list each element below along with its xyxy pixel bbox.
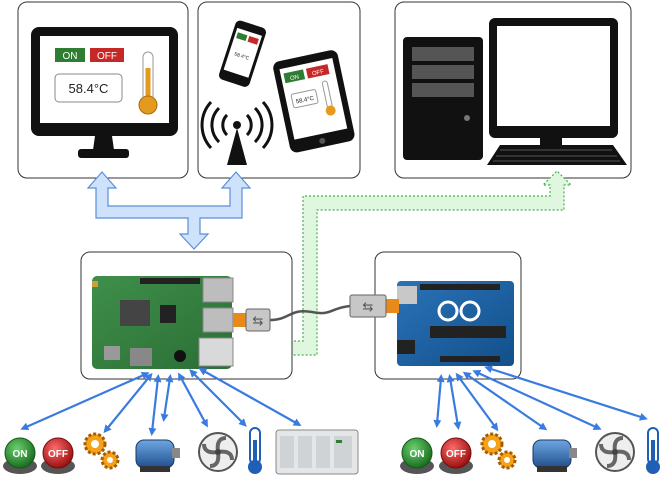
phone-temperature: 58.4°C — [233, 51, 250, 62]
pi-device-links — [20, 368, 302, 436]
usb-cable: ⇆ ⇆ — [233, 294, 399, 332]
mobile-panel: 58.4°C ON OFF 58.4°C — [197, 1, 361, 179]
on-indicator-label: ON — [63, 51, 78, 62]
raspberry-pi-panel — [80, 251, 293, 380]
arduino-board — [397, 281, 514, 366]
pi-peripherals: ON OFF — [3, 427, 359, 475]
off-button-label: OFF — [48, 449, 68, 460]
monitor-panel: ON OFF 58.4°C — [17, 1, 189, 179]
plc-module-icon — [275, 429, 359, 475]
fan-icon-2 — [595, 432, 635, 472]
keyboard-icon — [487, 145, 627, 165]
tablet-icon: ON OFF 58.4°C — [273, 50, 355, 153]
desktop-tower-icon — [403, 37, 483, 160]
usb-icon-2: ⇆ — [363, 299, 374, 314]
motor-icon-2 — [532, 439, 577, 472]
arduino-peripherals: ON OFF — [400, 427, 660, 474]
wifi-antenna-icon — [200, 100, 274, 165]
usb-icon: ⇆ — [253, 313, 264, 328]
fan-icon — [198, 432, 238, 472]
tablet-on-indicator[interactable] — [283, 69, 306, 84]
on-button-label: ON — [13, 449, 28, 460]
thermometer-sensor-icon-2 — [646, 427, 660, 474]
on-button-2[interactable]: ON — [400, 437, 434, 474]
thermometer-sensor-icon — [248, 427, 262, 474]
raspberry-pi-board — [92, 276, 234, 369]
arduino-panel — [374, 251, 522, 380]
gears-icon — [83, 432, 120, 470]
on-button[interactable]: ON — [3, 437, 37, 474]
wireless-bus-arrow — [86, 171, 252, 250]
tablet-on-label: ON — [290, 74, 300, 82]
usb-plug-pi — [233, 313, 247, 327]
pc-panel — [394, 1, 632, 179]
tablet-temperature: 58.4°C — [295, 96, 315, 106]
on-indicator[interactable] — [55, 48, 85, 62]
arduino-device-links — [433, 365, 648, 432]
on-button-2-label: ON — [410, 449, 425, 460]
network-bus-arrow — [231, 170, 573, 364]
desktop-monitor-icon — [489, 18, 618, 146]
temperature-display — [54, 73, 123, 103]
motor-icon — [135, 439, 180, 472]
gears-icon-2 — [480, 432, 517, 470]
phone-icon: 58.4°C — [219, 20, 267, 87]
off-button-2-label: OFF — [446, 449, 466, 460]
thermometer-icon — [138, 51, 158, 115]
tablet-off-label: OFF — [312, 69, 325, 77]
off-button-2[interactable]: OFF — [439, 437, 473, 474]
off-button[interactable]: OFF — [41, 437, 75, 474]
off-indicator-label: OFF — [97, 51, 117, 62]
temperature-value: 58.4°C — [69, 81, 109, 96]
usb-plug-arduino — [385, 299, 399, 313]
off-indicator[interactable] — [90, 48, 124, 62]
tablet-off-indicator[interactable] — [305, 64, 330, 79]
